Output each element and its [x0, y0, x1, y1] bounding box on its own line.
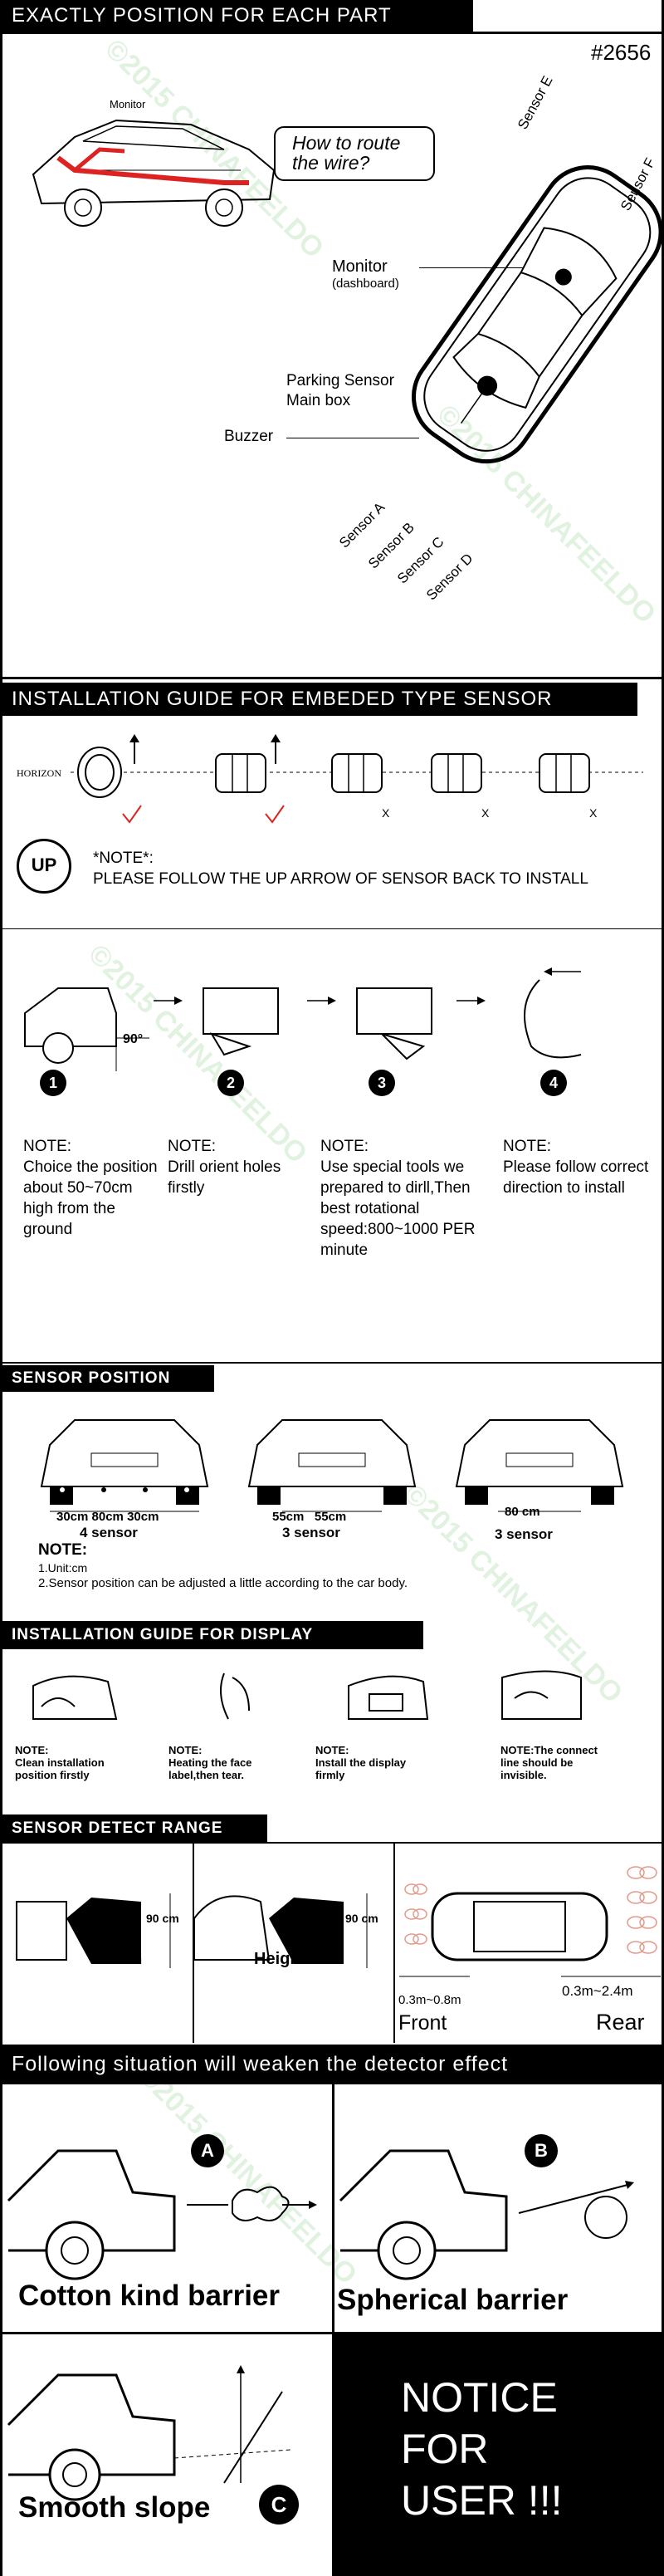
smooth-slope-illustration	[7, 2365, 291, 2501]
front-label: Front	[398, 2011, 447, 2035]
monitor-label: Monitor	[332, 257, 388, 276]
sensor-note-1: 1.Unit:cm	[38, 1561, 88, 1574]
front-range: 0.3m~0.8m	[398, 1993, 461, 2007]
width-dim: 90 cm	[146, 1912, 179, 1925]
sensor-e-label: Sensor E	[515, 73, 556, 132]
width-label: Width	[96, 1950, 143, 1968]
section-title-bar: SENSOR DETECT RANGE	[0, 1814, 267, 1843]
spherical-barrier-illustration	[339, 2149, 634, 2280]
route-callout: How to route the wire?	[274, 126, 435, 181]
angle-label: 90°	[123, 1032, 144, 1046]
main-box-label-1: Parking Sensor	[286, 372, 394, 389]
divider	[0, 928, 664, 929]
sensor-orientation-diagram: X X X	[71, 734, 643, 824]
page-border	[0, 0, 2, 2576]
label-a: A	[191, 2134, 224, 2167]
section-title: INSTALLATION GUIDE FOR DISPLAY	[12, 1626, 314, 1643]
main-box-label-2: Main box	[286, 392, 351, 409]
car-caption: 3 sensor	[495, 1526, 553, 1542]
page-border	[662, 0, 664, 2576]
car-wiring-illustration	[32, 119, 276, 227]
divider	[0, 1842, 664, 1844]
car-dims: 80 cm	[505, 1505, 540, 1519]
sensor-note-2: 2.Sensor position can be adjusted a litt…	[38, 1576, 408, 1590]
step-number: 3	[369, 1070, 395, 1096]
callout-text: How to route the wire?	[292, 132, 401, 174]
divider	[393, 1844, 395, 2043]
divider	[0, 2332, 332, 2334]
cotton-barrier-label: Cotton kind barrier	[18, 2280, 281, 2312]
monitor-leader-line	[419, 267, 523, 268]
display-note: NOTE: Heating the face label,then tear.	[168, 1744, 252, 1781]
section-title: INSTALLATION GUIDE FOR EMBEDED TYPE SENS…	[12, 688, 553, 710]
up-icon: UP	[17, 839, 71, 894]
svg-text:X: X	[481, 806, 490, 820]
display-note: NOTE: Clean installation position firstl…	[15, 1744, 105, 1781]
spherical-barrier-label: Spherical barrier	[337, 2284, 569, 2316]
notice-text: NOTICE FOR USER !!!	[401, 2374, 563, 2524]
display-note: NOTE:The connect line should be invisibl…	[500, 1744, 598, 1781]
install-step-illustrations	[24, 967, 582, 1071]
step-note: NOTE: Choice the position about 50~70cm …	[23, 1138, 158, 1238]
divider	[0, 1362, 664, 1364]
car-caption: 4 sensor	[80, 1525, 138, 1540]
display-note: NOTE: Install the display firmly	[315, 1744, 407, 1781]
step-note: NOTE: Use special tools we prepared to d…	[320, 1138, 476, 1259]
car-top-view	[411, 165, 663, 464]
car-dims: 55cm 55cm	[272, 1510, 347, 1524]
section-title-bar: SENSOR POSITION	[0, 1365, 214, 1392]
svg-text:X: X	[382, 806, 390, 820]
step-note: NOTE: Please follow correct direction to…	[503, 1138, 649, 1197]
step-number: 4	[540, 1070, 567, 1096]
section-title: EXACTLY POSITION FOR EACH PART	[12, 4, 392, 27]
divider	[332, 2084, 334, 2576]
smooth-slope-label: Smooth slope	[18, 2491, 211, 2524]
step-number: 2	[217, 1070, 244, 1096]
svg-text:X: X	[589, 806, 598, 820]
notice-panel: NOTICE FOR USER !!!	[334, 2332, 664, 2576]
section-title-bar: INSTALLATION GUIDE FOR DISPLAY	[0, 1621, 423, 1649]
width-range-diagram	[16, 1893, 171, 1968]
sensor-note-title: NOTE:	[38, 1541, 88, 1559]
section-title-bar: EXACTLY POSITION FOR EACH PART	[0, 0, 473, 32]
height-range-diagram	[193, 1893, 368, 1968]
sensor-position-cars	[40, 1419, 624, 1512]
front-rear-range-diagram	[399, 1866, 661, 1977]
horizon-label: HORIZON	[17, 767, 61, 779]
note-text: PLEASE FOLLOW THE UP ARROW OF SENSOR BAC…	[93, 870, 588, 888]
section-title: SENSOR DETECT RANGE	[12, 1819, 223, 1837]
rear-label: Rear	[596, 2010, 645, 2035]
divider	[0, 32, 664, 34]
section-title: SENSOR POSITION	[12, 1369, 171, 1387]
height-dim: 90 cm	[345, 1912, 378, 1925]
monitor-small-label: Monitor	[110, 98, 146, 110]
divider	[0, 677, 664, 679]
display-install-illustrations	[32, 1670, 582, 1720]
rear-range: 0.3m~2.4m	[562, 1983, 633, 1999]
monitor-sub-label: (dashboard)	[332, 277, 399, 291]
buzzer-label: Buzzer	[224, 428, 274, 445]
section-title-bar: INSTALLATION GUIDE FOR EMBEDED TYPE SENS…	[0, 683, 637, 716]
step-number: 1	[40, 1070, 66, 1096]
up-icon-text: UP	[31, 855, 57, 875]
height-label: Height	[254, 1950, 306, 1968]
car-dims: 30cm 80cm 30cm	[56, 1510, 159, 1524]
section-title-bar: Following situation will weaken the dete…	[0, 2045, 664, 2084]
cotton-barrier-illustration	[7, 2149, 317, 2280]
note-label: *NOTE*:	[93, 850, 154, 867]
item-number: #2656	[591, 40, 652, 65]
car-caption: 3 sensor	[282, 1525, 340, 1540]
step-note: NOTE: Drill orient holes firstly	[168, 1138, 281, 1197]
label-c: C	[259, 2485, 299, 2525]
label-b: B	[525, 2134, 558, 2167]
section-title: Following situation will weaken the dete…	[12, 2052, 509, 2076]
